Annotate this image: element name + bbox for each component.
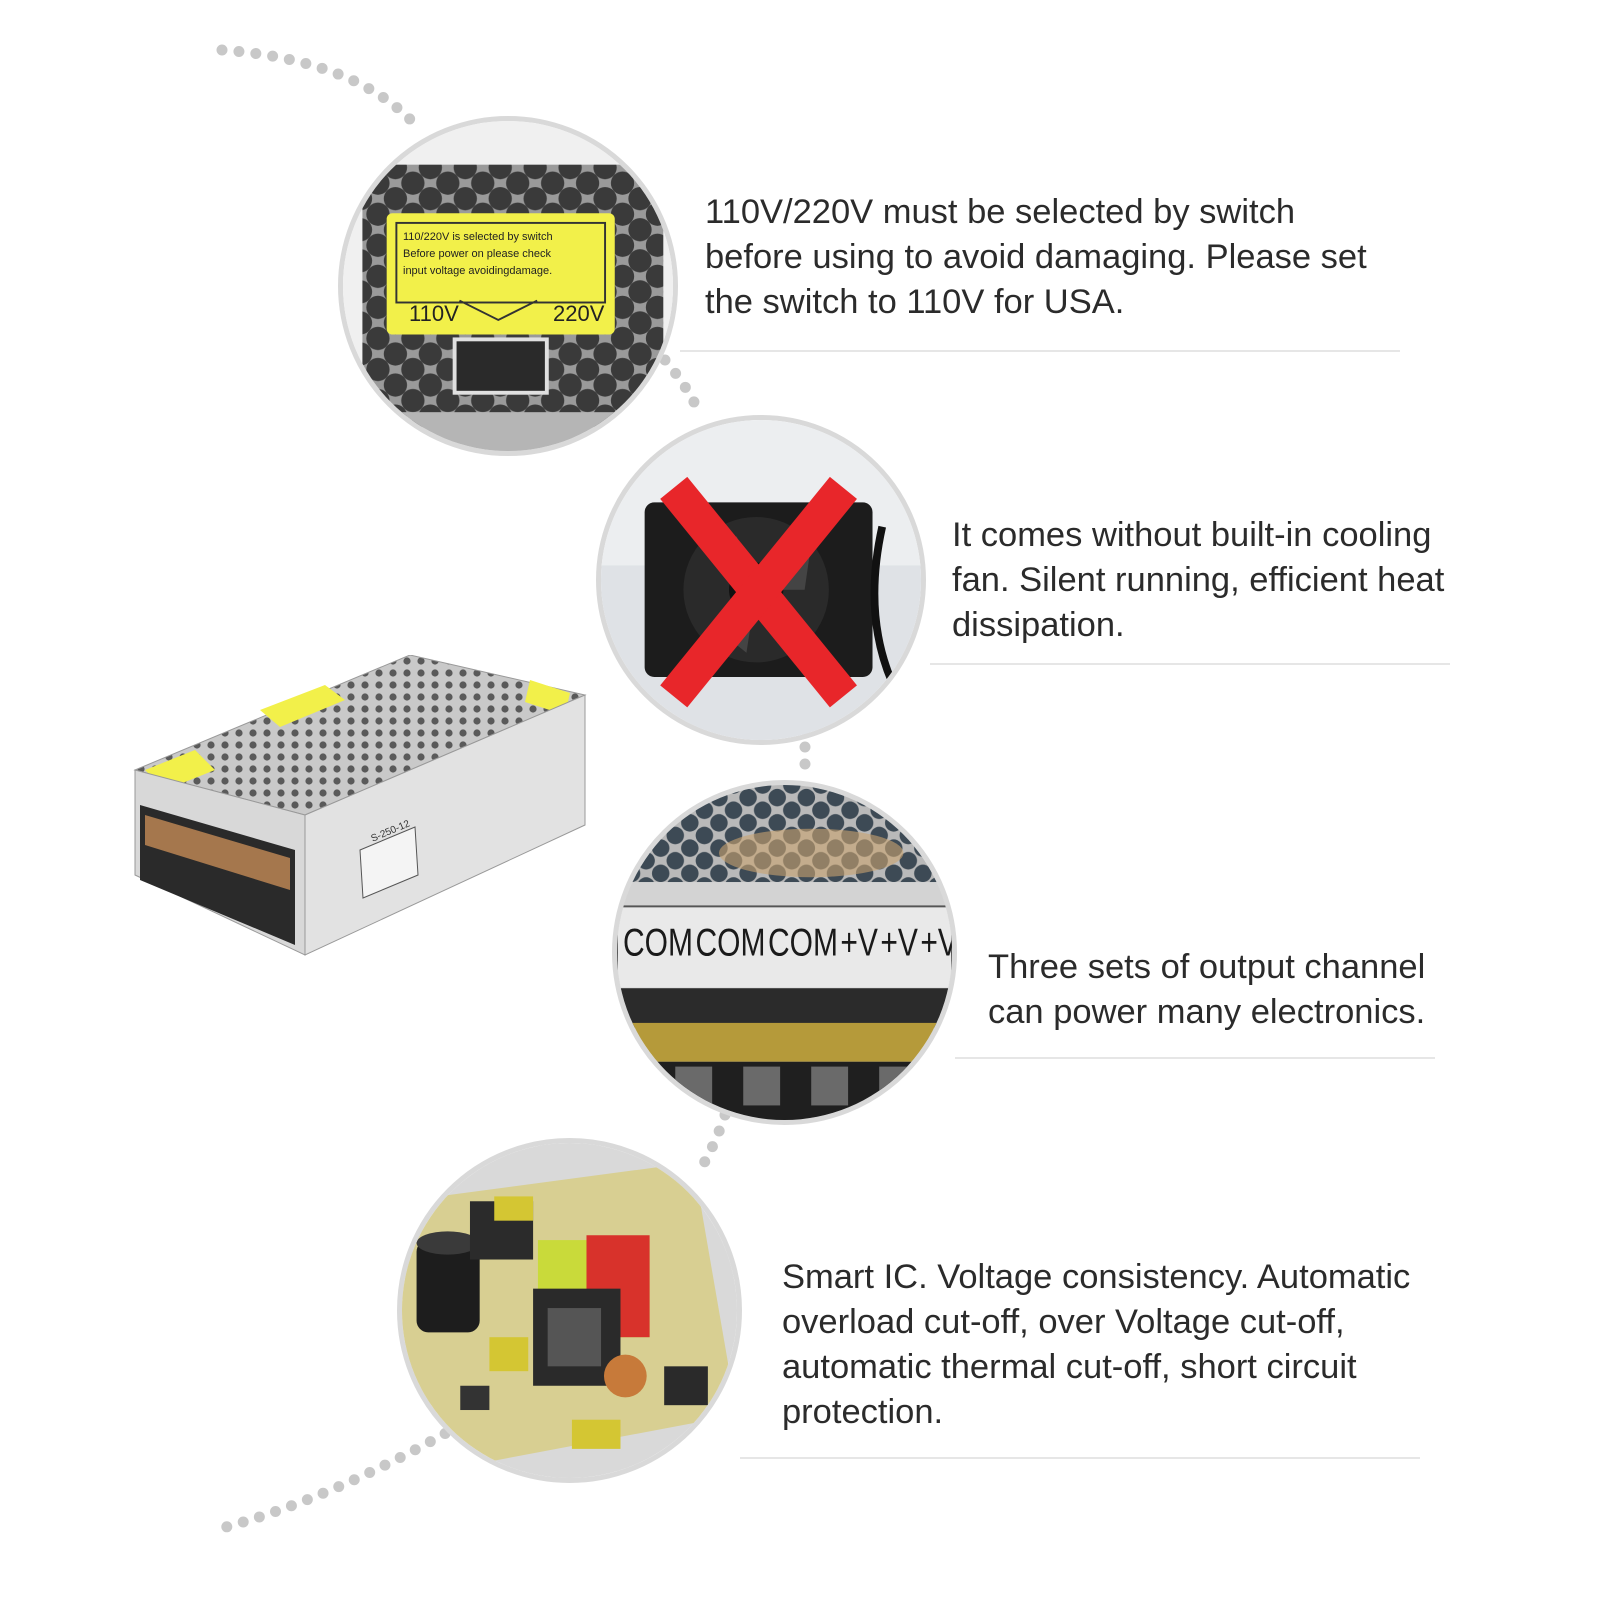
- circuit-board-photo: [397, 1138, 742, 1483]
- terminal-label: +V: [920, 921, 957, 965]
- voltage-switch-illustration: [343, 121, 673, 451]
- feature-cooling-text: It comes without built-in cooling fan. S…: [952, 516, 1445, 644]
- power-supply-product-image: [133, 655, 587, 956]
- no-fan-photo: [596, 415, 926, 745]
- fan-crossed-out-illustration: [601, 420, 921, 740]
- terminal-label: COM: [767, 921, 838, 965]
- feature-divider: [740, 1457, 1420, 1459]
- terminal-label: COM: [695, 921, 766, 965]
- feature-divider: [955, 1057, 1435, 1059]
- feature-output-text: Three sets of output channel can power m…: [988, 948, 1426, 1031]
- feature-divider: [680, 350, 1400, 352]
- terminal-label: +V: [840, 921, 878, 965]
- voltage-label-text: 110/220V is selected by switch Before po…: [403, 229, 613, 280]
- voltage-label-line: input voltage avoidingdamage.: [403, 265, 553, 277]
- voltage-label-line: Before power on please check: [403, 248, 551, 260]
- feature-voltage-text: 110V/220V must be selected by switch bef…: [705, 193, 1367, 321]
- voltage-label-220v: 220V: [553, 301, 605, 326]
- feature-divider: [930, 663, 1450, 665]
- voltage-label-110v: 110V: [409, 301, 459, 326]
- circuit-board-illustration: [402, 1143, 737, 1478]
- terminal-labels: COM COM COM +V +V +V: [623, 921, 957, 966]
- voltage-label-line: 110/220V is selected by switch: [403, 231, 553, 243]
- output-terminals-photo: COM COM COM +V +V +V: [612, 780, 957, 1125]
- feature-protection-text: Smart IC. Voltage consistency. Automatic…: [782, 1258, 1411, 1431]
- red-cross-icon: [660, 476, 857, 708]
- terminal-label: +V: [880, 921, 918, 965]
- output-terminals-illustration: [617, 785, 952, 1120]
- terminal-label: COM: [623, 921, 693, 965]
- voltage-switch-photo: 110/220V is selected by switch Before po…: [338, 116, 678, 456]
